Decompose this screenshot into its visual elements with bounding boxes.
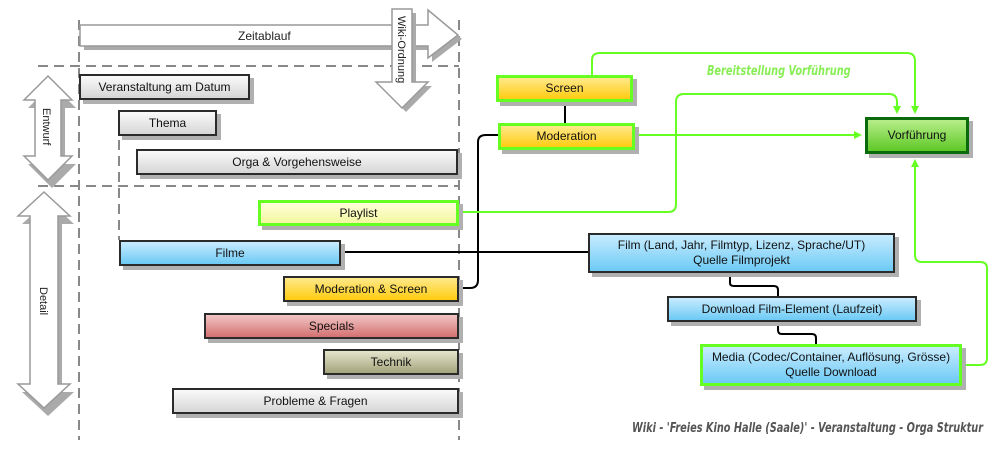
box-moderation[interactable]: Moderation (498, 123, 635, 150)
box-vorfuehrung[interactable]: Vorführung (865, 117, 969, 154)
green-flows (460, 52, 988, 366)
box-probleme[interactable]: Probleme & Fragen (172, 388, 459, 414)
box-orga-label: Orga & Vorgehensweise (232, 154, 362, 169)
box-moderation-screen-label: Moderation & Screen (314, 281, 428, 296)
entwurf-arrow (22, 74, 76, 188)
zeitablauf-label: Zeitablauf (238, 29, 291, 43)
box-filme[interactable]: Filme (119, 240, 341, 266)
box-filme-label: Filme (215, 245, 245, 260)
box-film-line2: Quelle Filmprojekt (693, 253, 790, 267)
box-thema[interactable]: Thema (118, 110, 217, 136)
box-download-label: Download Film-Element (Laufzeit) (701, 301, 883, 316)
box-thema-label: Thema (148, 115, 187, 130)
box-specials[interactable]: Specials (204, 313, 459, 339)
box-download[interactable]: Download Film-Element (Laufzeit) (667, 296, 917, 322)
box-media-line2: Quelle Download (785, 365, 877, 379)
box-playlist-label: Playlist (339, 205, 378, 220)
box-vorfuehrung-label: Vorführung (887, 128, 947, 142)
box-technik[interactable]: Technik (323, 349, 459, 375)
box-moderation-screen[interactable]: Moderation & Screen (283, 276, 459, 302)
zeitablauf-arrow (79, 8, 462, 62)
box-playlist[interactable]: Playlist (258, 200, 459, 226)
box-screen[interactable]: Screen (496, 75, 633, 102)
detail-label: Detail (37, 287, 49, 316)
flow-label: Bereitstellung Vorführung (707, 64, 851, 79)
box-screen-label: Screen (545, 81, 584, 95)
wiki-ordnung-arrow (374, 8, 432, 112)
wiki-ordnung-label: Wiki-Ordnung (395, 16, 407, 84)
box-moderation-label: Moderation (536, 129, 597, 143)
box-veranstaltung-label: Veranstaltung am Datum (98, 79, 231, 94)
box-technik-label: Technik (370, 354, 412, 369)
box-specials-label: Specials (308, 318, 355, 333)
box-film[interactable]: Film (Land, Jahr, Filmtyp, Lizenz, Sprac… (588, 233, 895, 273)
diagram-caption: Wiki - 'Freies Kino Halle (Saale)' - Ver… (631, 421, 983, 436)
box-veranstaltung[interactable]: Veranstaltung am Datum (79, 74, 250, 100)
box-media[interactable]: Media (Codec/Container, Auflösung, Gröss… (700, 344, 962, 386)
box-probleme-label: Probleme & Fragen (263, 393, 368, 408)
detail-arrow (16, 190, 74, 416)
entwurf-label: Entwurf (40, 108, 52, 146)
box-orga[interactable]: Orga & Vorgehensweise (136, 149, 458, 175)
box-media-line1: Media (Codec/Container, Auflösung, Gröss… (711, 350, 951, 364)
box-film-line1: Film (Land, Jahr, Filmtyp, Lizenz, Sprac… (617, 238, 866, 252)
